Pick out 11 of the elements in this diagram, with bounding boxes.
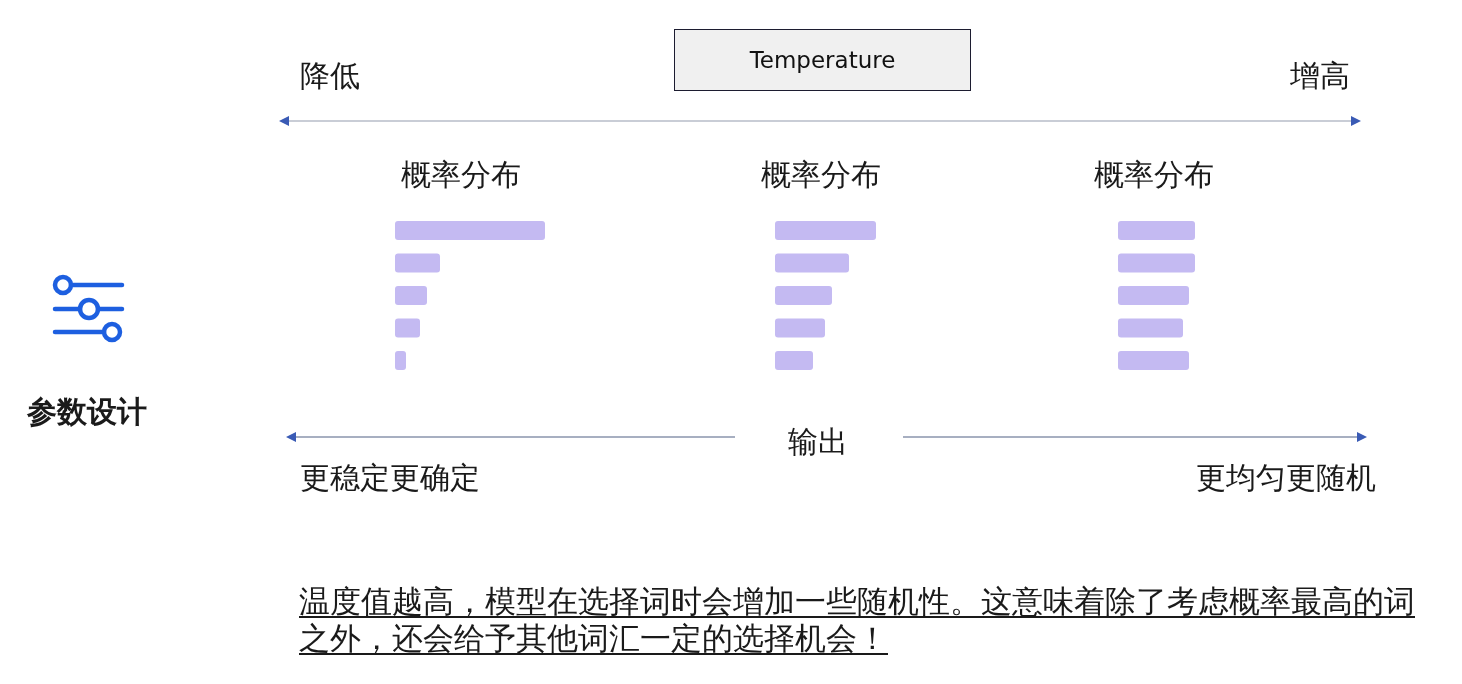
axis-label: 更均匀更随机: [1196, 463, 1376, 493]
axis-label: 增高: [1290, 61, 1350, 91]
axis-label: 更稳定更确定: [300, 463, 480, 493]
icon-caption: 参数设计: [27, 397, 147, 427]
chart-title: 概率分布: [401, 160, 521, 190]
axis-label: 降低: [300, 61, 360, 91]
axis-label: 输出: [788, 427, 848, 457]
chart-title: 概率分布: [1094, 160, 1214, 190]
chart-title: 概率分布: [761, 160, 881, 190]
note-text: 温度值越高，模型在选择词时会增加一些随机性。这意味着除了考虑概率最高的词之外，还会给予其他词汇一定的选择机会！: [299, 583, 1416, 657]
label-box: Temperature: [674, 29, 971, 91]
